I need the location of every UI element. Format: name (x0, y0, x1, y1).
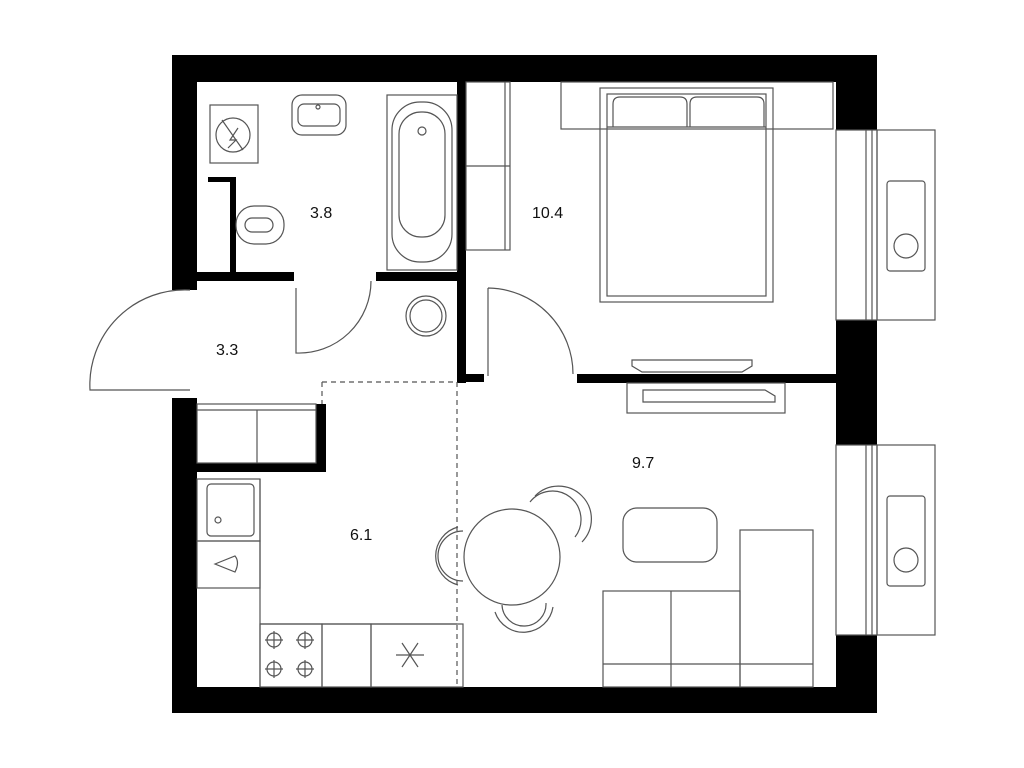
walls (172, 55, 877, 713)
air-conditioner-icon (893, 547, 919, 573)
fixtures (89, 81, 936, 688)
tv-icon (642, 389, 776, 403)
kitchen-sink-icon (206, 483, 255, 537)
dishwasher-icon (213, 555, 239, 573)
coffee-table-icon (622, 507, 718, 563)
cooktop-icon (259, 623, 323, 688)
bedroom-door (487, 287, 574, 376)
chair-icon (494, 606, 554, 633)
sink-icon (291, 94, 347, 136)
entrance-door (89, 289, 191, 391)
washing-machine-icon (405, 295, 447, 337)
air-conditioner-icon (893, 233, 919, 259)
room-area-kitchen: 6.1 (350, 527, 373, 544)
room-area-bathroom: 3.8 (310, 205, 333, 222)
room-area-hallway: 3.3 (216, 342, 239, 359)
chair-icon (435, 526, 459, 586)
zone-divider (322, 381, 458, 687)
bathroom-door (295, 280, 372, 354)
round-table-icon (463, 508, 561, 606)
room-area-living-room: 9.7 (632, 455, 655, 472)
double-bed-icon (599, 87, 774, 303)
toilet-icon (235, 205, 285, 245)
tv-icon (631, 359, 753, 373)
room-area-bedroom: 10.4 (532, 205, 564, 222)
bathtub-icon (386, 94, 458, 271)
chair-icon (529, 490, 582, 538)
boiler-icon (209, 104, 259, 164)
